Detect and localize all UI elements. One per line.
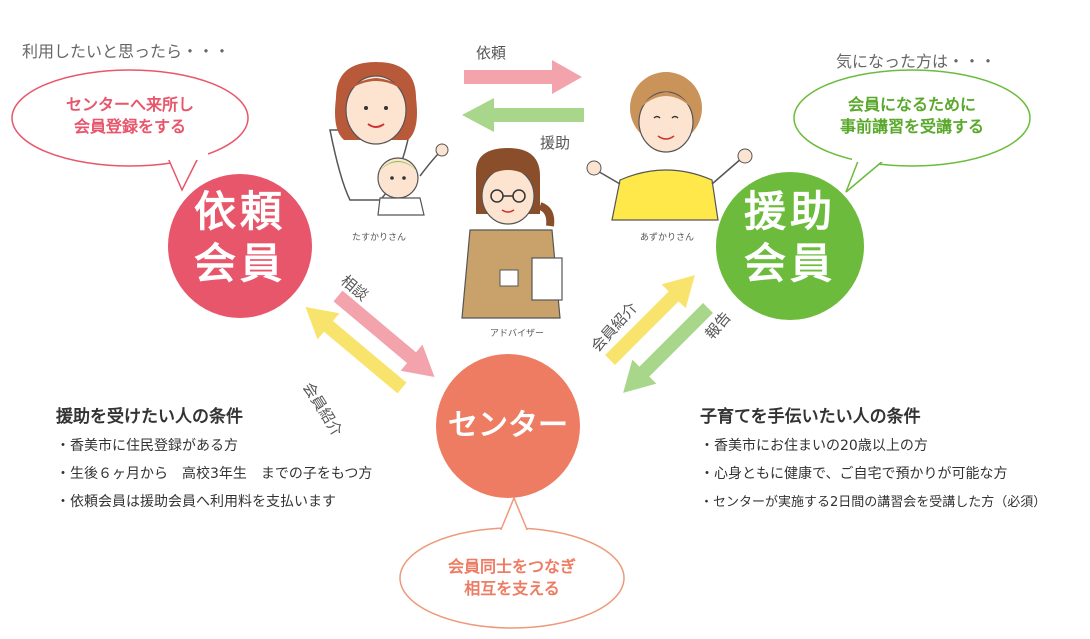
left-condition-item: ・香美市に住民登録がある方 (56, 438, 238, 454)
support-person-label: あずかりさん (640, 233, 695, 243)
bottom-speech-bubble (399, 496, 625, 629)
advisor-illustration (461, 148, 563, 319)
request-member-label: 依頼 会員 (168, 186, 312, 290)
arrow-label-request: 依頼 (476, 44, 507, 62)
request-member-circle (168, 174, 312, 318)
left-bubble-line-2: 会員登録をする (73, 117, 186, 136)
left-conditions: 援助を受けたい人の条件 ・香美市に住民登録がある方 ・生後６ヶ月から 高校3年生… (56, 402, 372, 511)
right-caption: 気になった方は・・・ (836, 52, 997, 71)
request-member-label-line-2: 会員 (193, 239, 286, 288)
arrow-label-support: 援助 (540, 134, 571, 152)
support-member-label: 援助 会員 (716, 186, 864, 290)
left-caption: 利用したいと思ったら・・・ (22, 42, 231, 61)
left-bubble-text: センターへ来所し 会員登録をする (40, 94, 220, 138)
left-condition-item: ・依頼会員は援助会員へ利用料を支払います (56, 494, 336, 510)
support-member-label-line-1: 援助 (743, 187, 836, 236)
supporter-illustration (586, 72, 753, 221)
right-conditions-title: 子育てを手伝いたい人の条件 (700, 407, 921, 427)
bottom-bubble-line-1: 会員同士をつなぎ (447, 557, 576, 576)
arrow-intro-left (305, 307, 407, 394)
right-conditions: 子育てを手伝いたい人の条件 ・香美市にお住まいの20歳以上の方 ・心身ともに健康… (700, 402, 1046, 510)
left-speech-bubble (11, 69, 249, 192)
bottom-bubble-text: 会員同士をつなぎ 相互を支える (422, 556, 602, 600)
center-label: センター (448, 408, 568, 443)
left-condition-item: ・生後６ヶ月から 高校3年生 までの子をもつ方 (56, 466, 373, 482)
right-bubble-text: 会員になるために 事前講習を受講する (812, 94, 1012, 138)
arrow-request-to-support (464, 60, 582, 94)
right-bubble-line-1: 会員になるために (847, 95, 976, 114)
request-member-label-line-1: 依頼 (193, 187, 286, 236)
left-bubble-line-1: センターへ来所し (65, 95, 194, 114)
mother-with-baby-illustration (329, 62, 449, 216)
arrow-report (623, 303, 713, 393)
request-person-label: たすかりさん (352, 233, 407, 243)
right-speech-bubble (793, 69, 1031, 193)
arrow-intro-right (605, 275, 695, 365)
advisor-label: アドバイザー (490, 329, 545, 339)
support-member-circle (716, 172, 864, 320)
support-member-label-line-2: 会員 (743, 239, 836, 288)
right-bubble-line-2: 事前講習を受講する (839, 117, 984, 136)
arrow-consult (333, 290, 435, 377)
arrow-support-to-request (462, 98, 584, 132)
left-conditions-title: 援助を受けたい人の条件 (56, 407, 243, 427)
right-condition-item: ・心身ともに健康で、ご自宅で預かりが可能な方 (700, 466, 1008, 482)
bottom-bubble-line-2: 相互を支える (464, 579, 560, 598)
right-condition-item: ・香美市にお住まいの20歳以上の方 (700, 438, 928, 454)
right-condition-item: ・センターが実施する2日間の講習会を受講した方（必須） (700, 495, 1047, 510)
center-circle (436, 354, 580, 498)
